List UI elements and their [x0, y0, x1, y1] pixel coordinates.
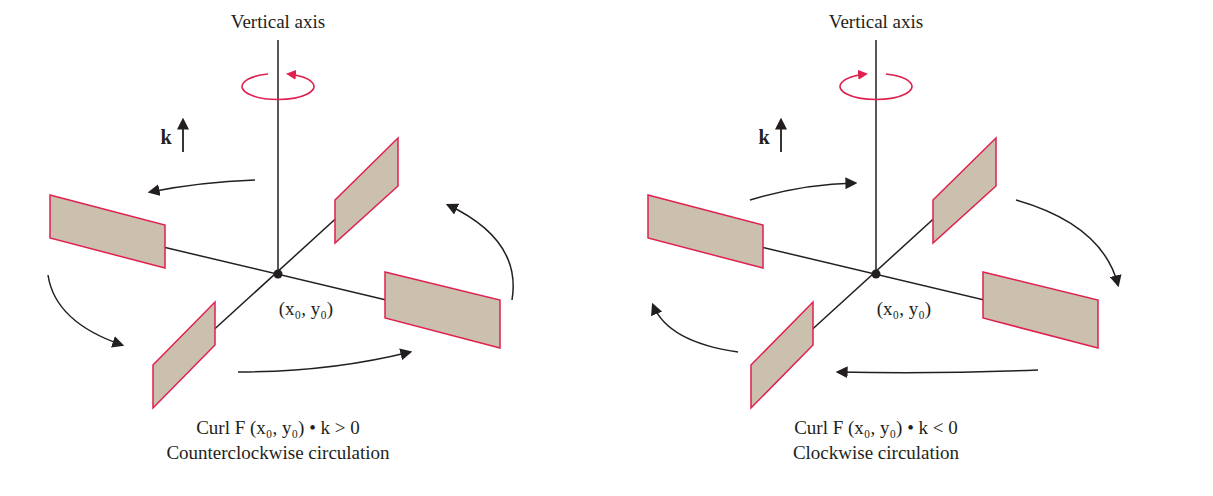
caption-formula: Curl F (x₀, y₀) • k < 0 — [794, 418, 958, 439]
point-label: (x₀, y₀) — [279, 299, 333, 320]
caption-text: Counterclockwise circulation — [166, 443, 389, 464]
caption-formula: Curl F (x₀, y₀) • k > 0 — [196, 418, 360, 439]
left-wheel — [48, 40, 513, 408]
right-wheel — [648, 40, 1118, 408]
vector-label: k — [160, 126, 171, 148]
axis-label: Vertical axis — [829, 12, 923, 33]
caption-text: Clockwise circulation — [793, 443, 959, 464]
vector-label: k — [758, 126, 769, 148]
point-label: (x₀, y₀) — [877, 299, 931, 320]
axis-label: Vertical axis — [231, 12, 325, 33]
